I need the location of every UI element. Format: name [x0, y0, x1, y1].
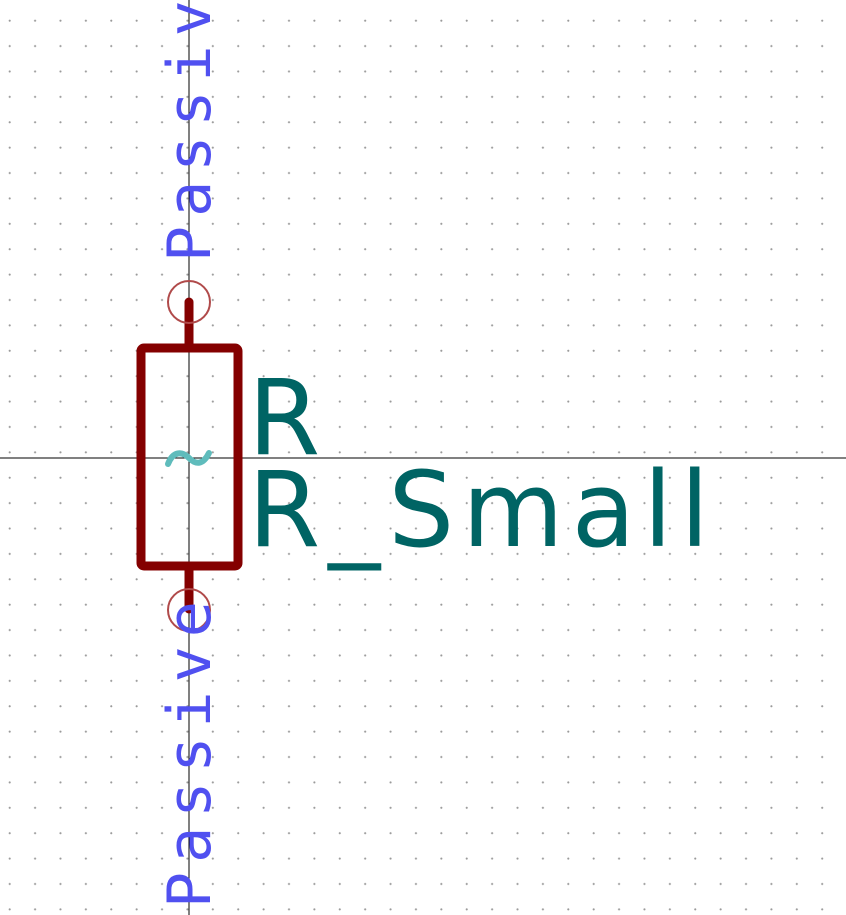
pin-bottom-type-label: Passive — [155, 592, 225, 908]
pin-top-connection-circle[interactable] — [167, 280, 211, 324]
value-field[interactable]: R_Small — [248, 449, 718, 571]
pin-top-type-label: Passive — [155, 0, 225, 262]
reference-designator[interactable]: R — [248, 357, 323, 479]
resistor-body[interactable] — [136, 343, 243, 571]
tilde-glyph — [165, 450, 212, 467]
pin-bottom-connection-circle[interactable] — [167, 588, 211, 632]
